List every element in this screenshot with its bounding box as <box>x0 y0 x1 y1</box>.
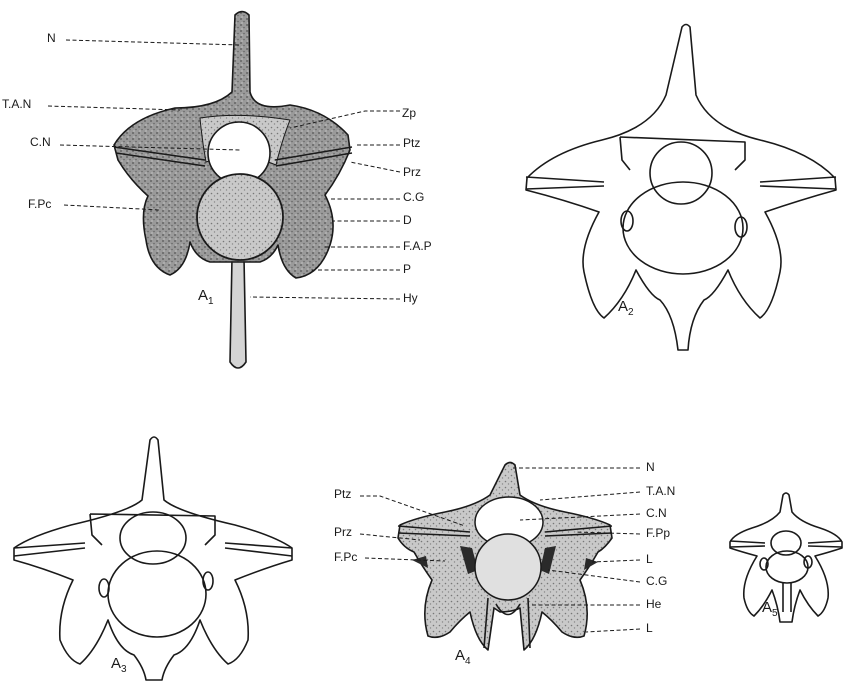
a1-label-tan: T.A.N <box>2 97 31 111</box>
vertebra-a1 <box>114 12 352 369</box>
a4-lateral-right <box>584 558 598 570</box>
vertebra-a2: A2 <box>526 25 836 351</box>
a1-label-ptz: Ptz <box>403 136 420 150</box>
a4-label-cg: C.G <box>646 574 667 588</box>
a1-hypapophysis <box>230 258 246 368</box>
a1-label-fap: F.A.P <box>403 239 432 253</box>
a4-lateral-left <box>412 556 428 568</box>
a5-transverse-right <box>808 541 842 547</box>
a2-figure-label: A2 <box>618 298 634 318</box>
a2-facet-right <box>735 217 747 237</box>
vertebra-a4: A4 <box>398 463 612 668</box>
a1-label-cn: C.N <box>30 135 51 149</box>
a1-label-zp: Zp <box>402 106 416 120</box>
a4-label-l-lower: L <box>646 621 653 635</box>
a1-label-hy: Hy <box>403 291 418 305</box>
vertebra-a5: A5 <box>730 493 842 622</box>
a2-transverse-right <box>760 177 836 189</box>
a1-figure-label: A1 <box>198 287 214 307</box>
a3-transverse-right <box>225 543 292 556</box>
a4-label-prz: Prz <box>334 525 352 539</box>
a3-facet-left <box>99 579 109 597</box>
a4-label-fpp: F.Pp <box>646 526 670 540</box>
a5-hypapophysis <box>783 583 791 612</box>
a3-neural-canal <box>120 512 186 564</box>
a2-facet-left <box>621 211 633 231</box>
vertebra-a3: A3 <box>14 437 292 680</box>
a4-figure-label: A4 <box>455 647 471 667</box>
a5-centrum <box>766 551 808 583</box>
a1-label-fpc: F.Pc <box>28 197 51 211</box>
a2-centrum <box>623 182 743 274</box>
a3-zygapophysis-outline <box>90 514 215 545</box>
a4-label-ptz: Ptz <box>334 487 351 501</box>
a3-outline <box>14 437 292 680</box>
a1-label-cg: C.G <box>403 190 424 204</box>
a4-label-fpc: F.Pc <box>334 550 357 564</box>
a4-label-he: He <box>646 597 662 611</box>
a2-transverse-left <box>526 177 604 189</box>
a2-neural-canal <box>650 142 712 204</box>
a1-centrum <box>197 174 283 260</box>
a1-label-n: N <box>47 31 56 45</box>
a4-centrum <box>475 534 541 600</box>
a4-label-l-upper: L <box>646 552 653 566</box>
a4-label-cn: C.N <box>646 506 667 520</box>
a1-label-d: D <box>403 213 412 227</box>
a4-label-tan: T.A.N <box>646 484 675 498</box>
a5-outline <box>730 493 842 622</box>
a3-transverse-left <box>14 543 85 556</box>
a5-transverse-left <box>730 541 765 547</box>
a1-label-prz: Prz <box>403 165 421 179</box>
a4-label-n: N <box>646 460 655 474</box>
a1-label-p: P <box>403 262 411 276</box>
a3-figure-label: A3 <box>111 655 127 675</box>
